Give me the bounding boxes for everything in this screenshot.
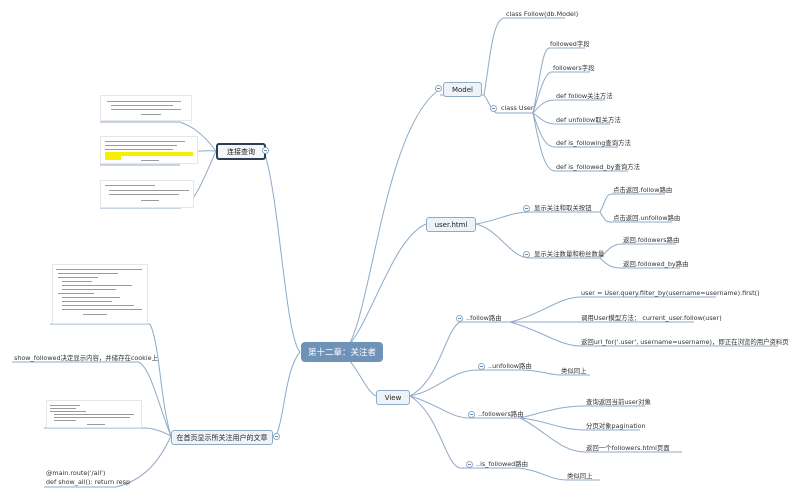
follow-step-return-node[interactable]: 返回url_for('.user', username=username)，即正… [581,338,789,346]
collapse-toggle-icon[interactable] [456,315,463,322]
collapse-toggle-icon[interactable] [523,205,530,212]
join-code-image-3 [100,180,194,208]
followers-field-node[interactable]: followers字段 [553,64,595,72]
homepage-followed-posts-topic[interactable]: 在首页显示所关注用户的文章 [171,430,273,445]
join-query-topic[interactable]: 连接查询 [216,143,266,160]
follow-step-call-node[interactable]: 调用User模型方法： current_user.follow(user) [581,314,722,322]
followers-page-node[interactable]: 返回一个followers.html页面 [586,444,670,452]
followers-route-node[interactable]: ..followers路由 [478,410,524,418]
collapse-toggle-icon[interactable] [523,251,530,258]
collapse-toggle-icon[interactable] [466,461,473,468]
followers-query-node[interactable]: 查询返回当前user对象 [586,398,652,406]
follow-step-query-node[interactable]: user = User.query.filter_by(username=use… [581,289,760,297]
root-topic[interactable]: 第十二章：关注者 [301,342,383,362]
collapse-toggle-icon[interactable] [262,147,269,154]
join-code-image-2 [100,136,198,164]
is-followed-by-method-node[interactable]: def is_followed_by查询方法 [556,163,641,171]
unfollow-similar-node[interactable]: 类似同上 [561,367,587,375]
unfollow-route-link-node[interactable]: 点击返回.unfollow路由 [613,214,681,222]
show-all-route-node[interactable]: @main.route('/all') def show_all(): retu… [46,469,130,486]
user-html-topic[interactable]: user.html [426,217,476,232]
show-buttons-node[interactable]: 显示关注和取关按钮 [534,204,592,212]
class-user-node[interactable]: class User [501,104,534,112]
collapse-toggle-icon[interactable] [468,411,475,418]
is-followed-route-node[interactable]: ..is_followed路由 [476,460,528,468]
show-followed-cookie-node[interactable]: show_followed决定显示内容，并储存在cookie上 [14,354,158,362]
followers-pagination-node[interactable]: 分页对象pagination [586,422,646,430]
follow-route-link-node[interactable]: 点击返回.follow路由 [613,186,673,194]
followed-by-route-link-node[interactable]: 返回.followed_by路由 [623,260,689,268]
homepage-code-image-1 [52,264,148,324]
follow-class-node[interactable]: class Follow(db.Model) [506,10,579,18]
unfollow-route-node[interactable]: ..unfollow路由 [488,362,532,370]
is-followed-similar-node[interactable]: 类似同上 [567,472,593,480]
follow-method-node[interactable]: def follow关注方法 [556,92,613,100]
collapse-toggle-icon[interactable] [478,363,485,370]
collapse-toggle-icon[interactable] [273,433,280,440]
model-topic[interactable]: Model [443,82,482,97]
followed-field-node[interactable]: followed字段 [550,40,590,48]
unfollow-method-node[interactable]: def unfollow取关方法 [556,116,621,124]
homepage-code-image-2 [46,400,142,428]
collapse-toggle-icon[interactable] [435,85,442,92]
collapse-toggle-icon[interactable] [490,105,497,112]
join-code-image-1 [100,95,192,121]
is-following-method-node[interactable]: def is_following查询方法 [556,139,631,147]
followers-route-link-node[interactable]: 返回.followers路由 [623,236,680,244]
follow-route-node[interactable]: ..follow路由 [466,314,502,322]
show-counts-node[interactable]: 显示关注数量和粉丝数量 [534,250,605,258]
view-topic[interactable]: View [376,390,410,405]
